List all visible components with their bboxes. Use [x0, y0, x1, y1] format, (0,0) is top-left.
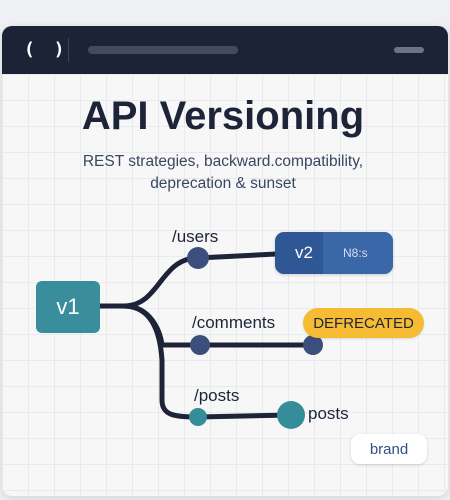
connector-posts — [121, 303, 293, 420]
path-label-comments: /comments — [192, 313, 276, 332]
v2-label: v2 — [295, 243, 313, 262]
deprecated-badge: DEFRECATED — [303, 308, 424, 338]
page-subtitle: REST strategies, backward.compatibility,… — [40, 151, 406, 195]
menu-icon[interactable] — [394, 47, 424, 53]
node-users — [187, 247, 209, 269]
root-version-box: v1 — [36, 281, 100, 333]
subtitle-line-1: REST strategies, backward.compatibility, — [82, 153, 364, 170]
v2-version-pill: v2 N8:s — [275, 232, 393, 274]
node-comments-start — [190, 335, 210, 355]
node-posts-start — [189, 408, 207, 426]
titlebar-divider — [68, 38, 69, 62]
code-brackets-icon[interactable]: ( ) — [24, 39, 69, 60]
address-bar[interactable] — [88, 46, 238, 54]
subtitle-line-2: deprecation & sunset — [150, 175, 296, 192]
node-comments-end — [303, 335, 323, 355]
path-label-posts: /posts — [194, 386, 240, 405]
window-titlebar: ( ) — [2, 26, 448, 74]
posts-target-label: posts — [308, 404, 349, 423]
v2-pill-secondary — [323, 232, 393, 274]
path-label-users: /users — [172, 227, 219, 246]
page-title: API Versioning — [81, 94, 365, 138]
node-posts-end — [277, 401, 305, 429]
v2-sublabel: N8:s — [343, 246, 368, 260]
brand-button[interactable]: brand — [351, 434, 427, 464]
